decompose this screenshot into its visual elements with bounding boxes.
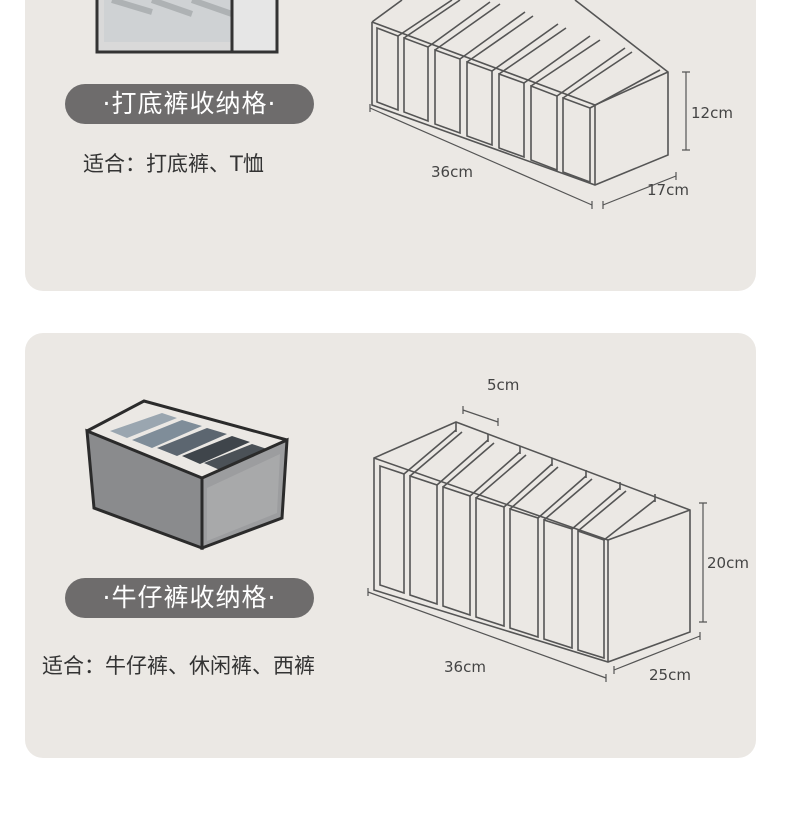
jeans-length-label: 36cm bbox=[444, 658, 486, 676]
jeans-compartment-label: 5cm bbox=[487, 376, 520, 394]
leggings-length-label: 36cm bbox=[431, 163, 473, 181]
section-title-jeans: ·牛仔裤收纳格· bbox=[65, 578, 314, 618]
product-card-jeans bbox=[25, 333, 756, 758]
leggings-box-diagram bbox=[369, 0, 690, 209]
jeans-width-label: 25cm bbox=[649, 666, 691, 684]
leggings-height-label: 12cm bbox=[691, 104, 733, 122]
leggings-width-label: 17cm bbox=[647, 181, 689, 199]
jeans-height-label: 20cm bbox=[707, 554, 749, 572]
jeans-box-diagram bbox=[367, 406, 707, 682]
jeans-organizer-photo bbox=[85, 399, 289, 551]
suitable-for-jeans: 适合：牛仔裤、休闲裤、西裤 bbox=[42, 654, 315, 678]
section-title-leggings: ·打底裤收纳格· bbox=[65, 84, 314, 124]
leggings-organizer-photo bbox=[95, 0, 279, 54]
suitable-for-leggings: 适合：打底裤、T恤 bbox=[83, 152, 264, 176]
